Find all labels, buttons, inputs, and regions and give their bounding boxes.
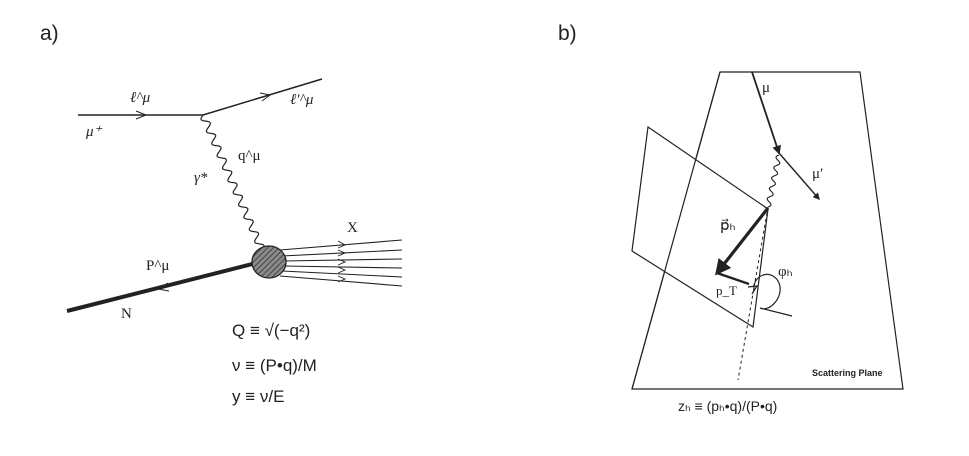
hadron-momentum-arrow — [715, 207, 770, 276]
photon-momentum-label: q^μ — [238, 148, 261, 164]
incoming-muon-arrow — [751, 71, 781, 155]
final-state-label: X — [347, 220, 358, 236]
incoming-lepton-momentum-label: ℓ^μ — [130, 90, 151, 106]
nucleon-line — [66, 260, 261, 313]
scattering-plane-edge — [631, 71, 721, 390]
virtual-photon-b-line — [766, 154, 781, 208]
virtual-photon-line — [200, 114, 265, 251]
transverse-momentum-arrow — [716, 271, 750, 286]
nu-equation: ν ≡ (P•q)/M — [232, 356, 317, 375]
panel-b-label: b) — [558, 22, 577, 45]
transverse-momentum-label: p_T — [716, 283, 737, 298]
azimuthal-angle-label: φₕ — [778, 264, 793, 280]
photon-label: γ* — [194, 170, 208, 186]
outgoing-lepton-line — [202, 78, 323, 116]
incoming-lepton-label: μ⁺ — [86, 124, 102, 140]
outgoing-lepton-momentum-label: ℓ′^μ — [290, 92, 314, 108]
hadron-momentum-label: p⃗ₕ — [720, 218, 736, 234]
q-equation: Q ≡ √(−q²) — [232, 321, 311, 340]
azimuthal-angle-arc — [753, 273, 793, 317]
zh-equation: zₕ ≡ (pₕ•q)/(P•q) — [678, 398, 778, 414]
nucleon-label: N — [121, 306, 132, 322]
nucleon-momentum-label: P^μ — [146, 258, 170, 274]
hadronic-blob-icon — [251, 245, 287, 279]
outgoing-lepton-arrow-icon — [259, 92, 272, 102]
incoming-muon-label: μ — [762, 80, 771, 96]
jet-arrow-icons — [337, 240, 347, 283]
scattering-plane-label: Scattering Plane — [812, 368, 883, 378]
angle-arrow-icon — [747, 285, 759, 295]
outgoing-muon-arrow — [778, 152, 820, 201]
outgoing-muon-label: μ′ — [812, 166, 824, 182]
panel-a-label: a) — [40, 22, 59, 45]
y-equation: y ≡ ν/E — [232, 387, 285, 406]
nucleon-arrow-icon — [156, 282, 170, 292]
hadron-plane — [631, 125, 769, 329]
incoming-lepton-arrow-icon — [135, 110, 148, 120]
photon-axis-dashed — [737, 206, 769, 381]
